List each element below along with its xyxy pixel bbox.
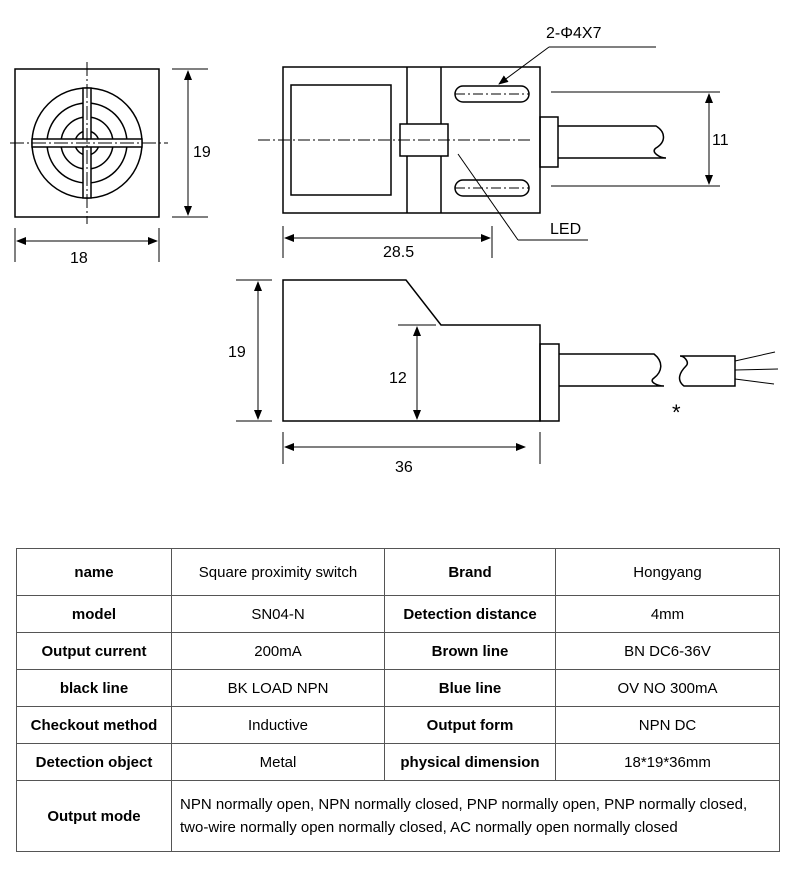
spec-value: Hongyang xyxy=(555,548,780,596)
hole-spec-label: 2-Φ4X7 xyxy=(546,25,602,42)
table-row: black line BK LOAD NPN Blue line OV NO 3… xyxy=(16,669,780,707)
side-view-body xyxy=(282,279,541,422)
spec-key: Brand xyxy=(384,548,556,596)
spec-value: Metal xyxy=(171,743,385,781)
spec-value: Inductive xyxy=(171,706,385,744)
spec-key: Output current xyxy=(16,632,172,670)
cable-asterisk: * xyxy=(672,400,681,425)
sensor-dimension-drawing: 19 18 2-Φ4X7 11 LED 28.5 xyxy=(10,25,779,476)
spec-value: BK LOAD NPN xyxy=(171,669,385,707)
spec-value: 200mA xyxy=(171,632,385,670)
cable-gland-side xyxy=(539,343,560,422)
spec-value: BN DC6-36V xyxy=(555,632,780,670)
spec-value: 4mm xyxy=(555,595,780,633)
cable-gland-top xyxy=(539,116,559,168)
spec-value: Square proximity switch xyxy=(171,548,385,596)
spec-value: SN04-N xyxy=(171,595,385,633)
sensing-window xyxy=(290,84,392,196)
cable-side-view xyxy=(559,353,665,387)
spec-key: Blue line xyxy=(384,669,556,707)
spec-key: physical dimension xyxy=(384,743,556,781)
led-label: LED xyxy=(550,221,581,238)
spec-value: OV NO 300mA xyxy=(555,669,780,707)
table-row: name Square proximity switch Brand Hongy… xyxy=(16,548,780,596)
spec-key: Output form xyxy=(384,706,556,744)
output-mode-key: Output mode xyxy=(16,780,172,852)
front-width-label: 18 xyxy=(70,250,88,267)
table-row: Detection object Metal physical dimensio… xyxy=(16,743,780,781)
table-row: Checkout method Inductive Output form NP… xyxy=(16,706,780,744)
side-inner-label: 12 xyxy=(389,370,407,387)
wire-2 xyxy=(734,368,779,371)
cable-end-segment xyxy=(678,355,736,387)
table-row: model SN04-N Detection distance 4mm xyxy=(16,595,780,633)
cable-diameter-label: 11 xyxy=(712,132,729,149)
led-leader xyxy=(457,153,519,241)
table-row: Output current 200mA Brown line BN DC6-3… xyxy=(16,632,780,670)
spec-key: Brown line xyxy=(384,632,556,670)
front-height-label: 19 xyxy=(193,144,211,161)
front-dimensions xyxy=(14,68,208,262)
wire-1 xyxy=(734,351,776,362)
side-length-label: 36 xyxy=(395,459,413,476)
table-row: Output mode NPN normally open, NPN norma… xyxy=(16,780,780,852)
spec-key: model xyxy=(16,595,172,633)
spec-key: Detection object xyxy=(16,743,172,781)
spec-key: name xyxy=(16,548,172,596)
front-view xyxy=(10,62,168,224)
output-mode-value: NPN normally open, NPN normally closed, … xyxy=(171,780,780,852)
spec-value: NPN DC xyxy=(555,706,780,744)
spec-key: Checkout method xyxy=(16,706,172,744)
top-length-label: 28.5 xyxy=(383,244,414,261)
hole-leader xyxy=(498,46,550,85)
spec-key: black line xyxy=(16,669,172,707)
spec-table: name Square proximity switch Brand Hongy… xyxy=(16,548,780,852)
spec-value: 18*19*36mm xyxy=(555,743,780,781)
spec-key: Detection distance xyxy=(384,595,556,633)
side-view xyxy=(282,279,779,422)
wire-3 xyxy=(734,378,775,385)
side-height-label: 19 xyxy=(228,344,246,361)
cable-top-view xyxy=(558,125,667,159)
